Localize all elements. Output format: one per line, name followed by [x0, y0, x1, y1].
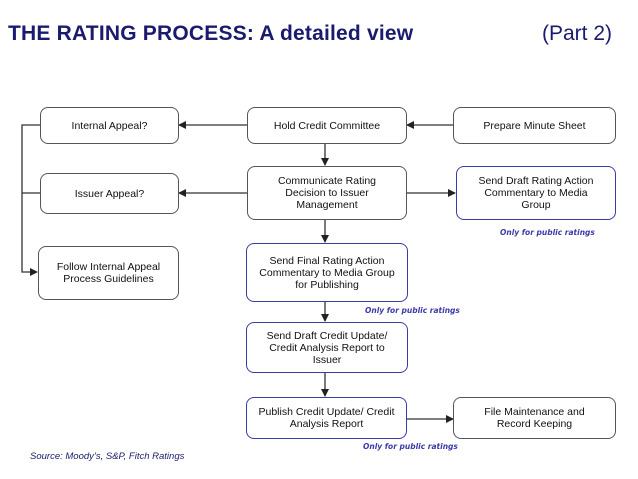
- follow-appeal-box: Follow Internal Appeal Process Guideline…: [38, 246, 179, 300]
- send-draft-credit-box: Send Draft Credit Update/ Credit Analysi…: [246, 322, 408, 373]
- send-final-box: Send Final Rating Action Commentary to M…: [246, 243, 408, 302]
- public-ratings-note-3: Only for public ratings: [363, 442, 458, 451]
- communicate-box: Communicate Rating Decision to Issuer Ma…: [247, 166, 407, 220]
- prepare-minute-box: Prepare Minute Sheet: [453, 107, 616, 144]
- internal-appeal-box: Internal Appeal?: [40, 107, 179, 144]
- publish-credit-box: Publish Credit Update/ Credit Analysis R…: [246, 397, 407, 439]
- issuer-appeal-box: Issuer Appeal?: [40, 173, 179, 214]
- hold-committee-box: Hold Credit Committee: [247, 107, 407, 144]
- part-label: (Part 2): [542, 22, 613, 45]
- public-ratings-note-2: Only for public ratings: [365, 306, 460, 315]
- appeal-bracket-line: [21, 124, 40, 276]
- send-draft-rating-box: Send Draft Rating Action Commentary to M…: [456, 166, 616, 220]
- source-citation: Source: Moody’s, S&P, Fitch Ratings: [30, 451, 185, 462]
- page-title: THE RATING PROCESS: A detailed view: [8, 22, 414, 45]
- file-maintenance-box: File Maintenance and Record Keeping: [453, 397, 616, 439]
- public-ratings-note-1: Only for public ratings: [500, 228, 595, 237]
